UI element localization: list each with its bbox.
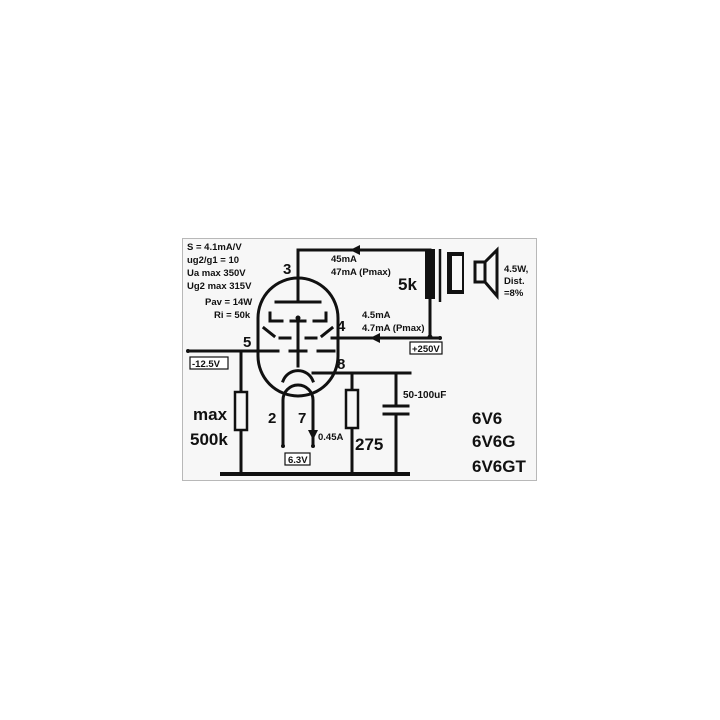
speaker-power: 4.5W, (504, 264, 528, 275)
cathode-resistor (344, 371, 360, 476)
anode-current: 45mA (331, 254, 357, 265)
spec-ua-max: Ua max 350V (187, 268, 246, 279)
screen-current-arrow-icon (370, 333, 380, 343)
heater-pin-b: 7 (298, 410, 306, 427)
spec-ri: Ri = 50k (214, 310, 251, 321)
transformer-impedance: 5k (398, 275, 417, 294)
screen-current: 4.5mA (362, 310, 391, 321)
screen-current-pmax: 4.7mA (Pmax) (362, 323, 424, 334)
spec-block: S = 4.1mA/V ug2/g1 = 10 Ua max 350V Ug2 … (187, 242, 252, 321)
tube-type-1: 6V6G (472, 432, 515, 451)
grid-pin-label: 5 (243, 334, 251, 351)
speaker-dist-label: Dist. (504, 276, 525, 287)
speaker-icon (447, 246, 499, 301)
heater-voltage: 6.3V (288, 455, 308, 466)
supply-voltage-box (409, 341, 443, 355)
tube-type-0: 6V6 (472, 409, 502, 428)
anode-electrode (274, 245, 432, 304)
heater-voltage-box (284, 452, 311, 466)
screen-pin-label: 4 (337, 318, 346, 335)
tube-type-list: 6V6 6V6G 6V6GT (472, 409, 526, 476)
heater-current: 0.45A (318, 432, 343, 443)
spec-ug2-max: Ug2 max 315V (187, 281, 252, 292)
bias-voltage-box (189, 356, 229, 370)
grid-resistor-line2: 500k (190, 430, 228, 449)
spec-mu-ratio: ug2/g1 = 10 (187, 255, 239, 266)
output-transformer (425, 249, 442, 340)
anode-current-arrow-icon (350, 245, 360, 255)
cathode-capacitor (382, 371, 410, 476)
heater-current-arrow-icon (308, 430, 318, 440)
anode-current-pmax: 47mA (Pmax) (331, 267, 391, 278)
grid-resistor-line1: max (193, 405, 228, 424)
tube-type-2: 6V6GT (472, 457, 526, 476)
spec-transconductance: S = 4.1mA/V (187, 242, 242, 253)
cathode-capacitor-value: 50-100uF (403, 390, 446, 401)
tube-envelope (256, 276, 340, 398)
screen-grid (261, 325, 442, 343)
bias-voltage: -12.5V (192, 359, 221, 370)
cathode-pin-label: 8 (337, 356, 345, 373)
supply-voltage: +250V (412, 344, 440, 355)
grid-resistor (233, 390, 249, 432)
cathode-electrode (281, 369, 412, 383)
spec-pav: Pav = 14W (205, 297, 252, 308)
anode-pin-label: 3 (283, 261, 291, 278)
heater-pin-a: 2 (268, 410, 276, 427)
speaker-dist-value: =8% (504, 288, 524, 299)
heater-filament (281, 383, 318, 448)
cathode-resistor-value: 275 (355, 435, 383, 454)
